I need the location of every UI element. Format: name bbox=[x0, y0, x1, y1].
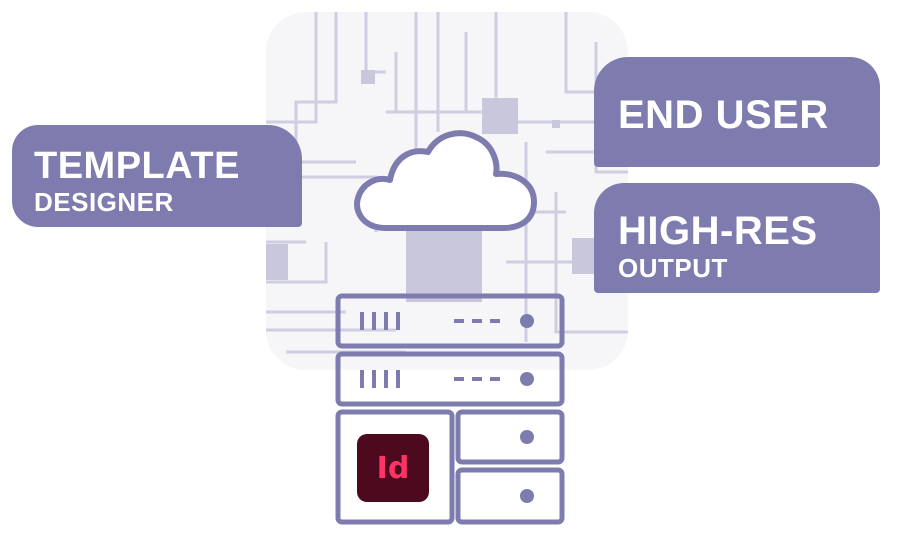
high-res-output-line1: HIGH-RES bbox=[618, 209, 818, 253]
server-rack-drawing bbox=[335, 293, 565, 525]
template-designer-label: TEMPLATE DESIGNER bbox=[12, 125, 302, 227]
server-rack-icon bbox=[330, 290, 570, 530]
indesign-logo: Id bbox=[357, 434, 429, 502]
cloud-icon bbox=[348, 124, 548, 234]
template-designer-line2: DESIGNER bbox=[34, 187, 174, 217]
end-user-label: END USER bbox=[594, 57, 880, 167]
high-res-output-line2: OUTPUT bbox=[618, 253, 728, 283]
template-designer-line1: TEMPLATE bbox=[34, 145, 240, 187]
indesign-logo-text: Id bbox=[376, 450, 410, 486]
end-user-line1: END USER bbox=[618, 93, 829, 137]
high-res-output-label: HIGH-RES OUTPUT bbox=[594, 183, 880, 293]
